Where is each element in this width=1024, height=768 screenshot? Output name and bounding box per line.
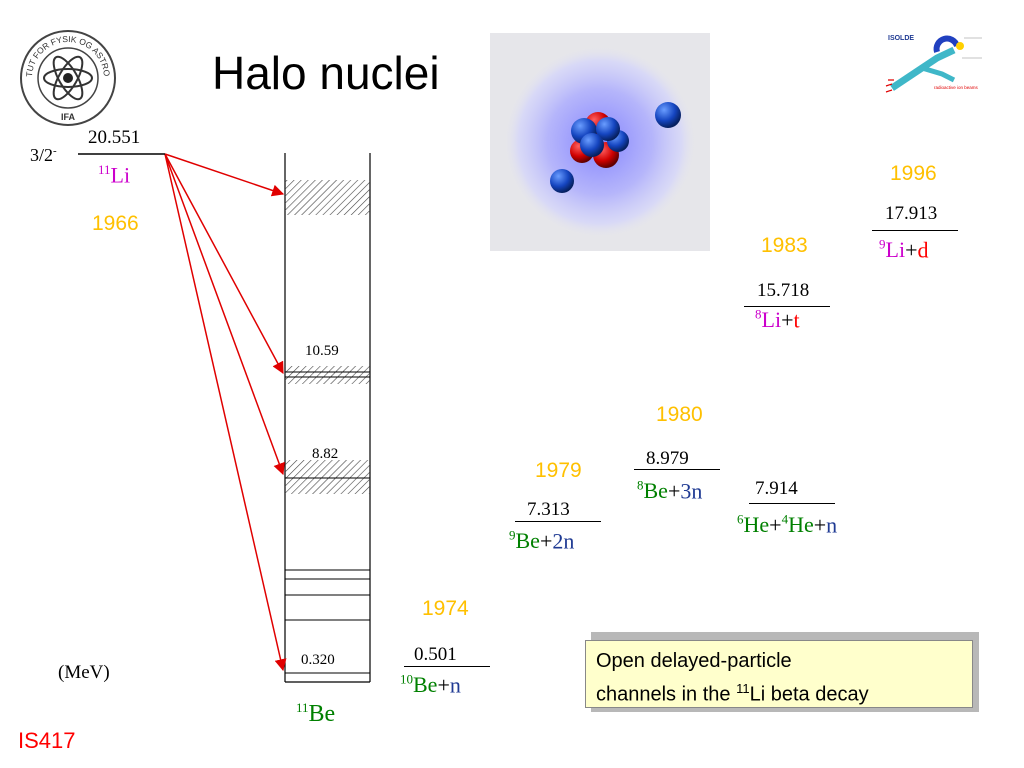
daughter-nucleus: 11Be (296, 700, 336, 727)
isolde-caption: radioactive ion beams (934, 85, 979, 90)
decay-arrow (164, 153, 287, 672)
threshold-line (872, 230, 958, 231)
threshold-channel: 6He+4He+n (737, 512, 838, 538)
logo-abbrev: IFA (61, 112, 76, 122)
units-label: (MeV) (58, 662, 110, 683)
threshold-year: 1996 (890, 162, 937, 185)
threshold-line (744, 306, 830, 307)
callout-line-1: Open delayed-particle (596, 650, 792, 672)
threshold-energy: 7.313 (527, 499, 570, 520)
threshold-channel: 10Be+n (400, 672, 461, 698)
isolde-label: ISOLDE (888, 35, 914, 42)
parent-year: 1966 (92, 212, 139, 235)
beta-decay-arrows (164, 153, 287, 672)
callout-box: Open delayed-particle channels in the 11… (585, 640, 973, 708)
threshold-energy: 7.914 (755, 478, 798, 499)
threshold-channel: 8Li+t (755, 307, 800, 333)
level-lines-low (285, 569, 370, 674)
halo-nucleus-image (490, 33, 710, 251)
level-band-8.82 (285, 460, 370, 494)
experiment-label: IS417 (18, 728, 76, 753)
threshold-channel: 9Be+2n (509, 528, 575, 554)
level-label: 0.320 (301, 652, 335, 668)
parent-spin: 3/2- (30, 145, 57, 165)
parent-nucleus: 11Li (98, 162, 131, 188)
threshold-line (749, 503, 835, 504)
level-band-high (285, 180, 370, 215)
threshold-year: 1983 (761, 234, 808, 257)
threshold-year: 1979 (535, 459, 582, 482)
threshold-line (404, 666, 490, 667)
threshold-year: 1980 (656, 403, 703, 426)
threshold-energy: 17.913 (885, 203, 938, 224)
decay-arrow (164, 153, 285, 197)
isolde-diagram: ISOLDE radioactive ion beams (882, 30, 992, 100)
level-label: 8.82 (312, 446, 339, 462)
page-title: Halo nuclei (212, 47, 440, 99)
threshold-line (515, 521, 601, 522)
daughter-level-box (284, 153, 371, 683)
ifa-logo: INSTITUT FOR FYSIK OG ASTRONOMI IFA (18, 28, 116, 126)
level-band-10.59 (285, 366, 370, 384)
decay-arrow (164, 153, 284, 375)
decay-arrow (164, 153, 285, 476)
threshold-channel: 8Be+3n (637, 478, 703, 504)
threshold-channel: 9Li+d (879, 237, 929, 263)
threshold-line (634, 469, 720, 470)
level-label: 10.59 (305, 343, 339, 359)
threshold-energy: 0.501 (414, 644, 457, 665)
parent-energy: 20.551 (88, 127, 141, 148)
atom-icon (43, 55, 93, 101)
threshold-energy: 8.979 (646, 448, 689, 469)
threshold-year: 1974 (422, 597, 469, 620)
threshold-energy: 15.718 (757, 280, 810, 301)
callout-line-2: channels in the 11Li beta decay (596, 681, 869, 706)
